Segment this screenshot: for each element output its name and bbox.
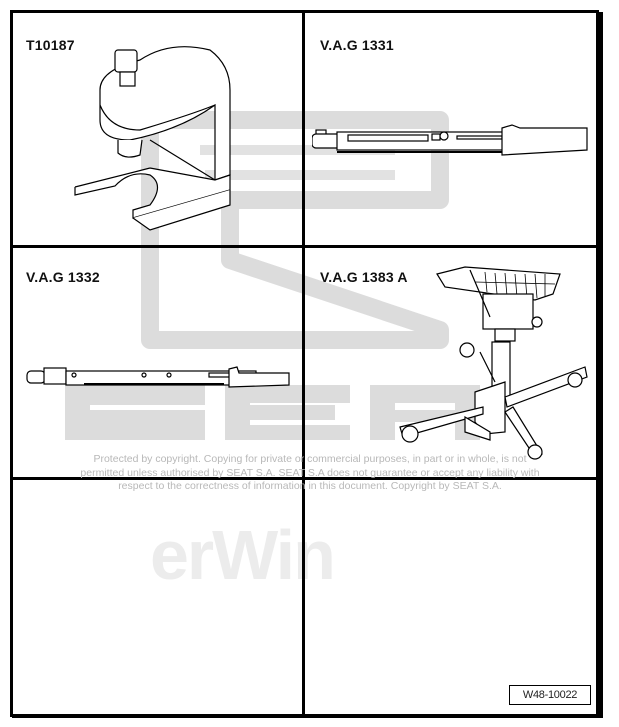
torque-wrench-1332-illustration <box>26 366 290 388</box>
cell-label-t10187: T10187 <box>26 37 75 53</box>
frame-shadow-right <box>599 12 603 717</box>
copyright-line-2: permitted unless authorised by SEAT S.A.… <box>80 466 540 479</box>
copyright-line-1: Protected by copyright. Copying for priv… <box>93 453 527 465</box>
copyright-line-3: respect to the correctness of informatio… <box>118 480 502 492</box>
copyright-notice: Protected by copyright. Copying for priv… <box>20 453 600 494</box>
ball-joint-puller-illustration <box>74 46 231 231</box>
frame-shadow-bottom <box>12 714 603 718</box>
grid-divider-horizontal-1 <box>10 245 599 248</box>
cell-label-vag1331: V.A.G 1331 <box>320 37 394 53</box>
grid-divider-horizontal-2 <box>10 477 599 480</box>
cell-label-vag1332: V.A.G 1332 <box>26 269 100 285</box>
document-code-box: W48-10022 <box>509 685 591 705</box>
cell-label-vag1383a: V.A.G 1383 A <box>320 269 408 285</box>
gearbox-jack-illustration <box>399 266 588 460</box>
grid-divider-vertical <box>302 10 305 714</box>
torque-wrench-1331-illustration <box>312 124 588 156</box>
